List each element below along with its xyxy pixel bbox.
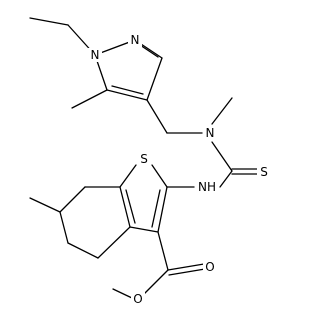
bond-c7-c6 bbox=[59, 186, 86, 213]
bond-c7a-c3a-double bbox=[125, 189, 136, 224]
bond-c3-c2 bbox=[157, 186, 168, 233]
bond-co-double-a bbox=[167, 263, 205, 271]
bond-c3-c2-double bbox=[151, 189, 161, 228]
bond-co-double-b bbox=[168, 268, 206, 276]
bond-o-methyl bbox=[112, 288, 133, 299]
bond-c3a-c3 bbox=[129, 226, 159, 233]
atom-o-carbonyl: O bbox=[205, 260, 214, 274]
bond-n-methyl bbox=[211, 97, 233, 125]
bond-c-o-ester bbox=[143, 269, 169, 295]
bond-c4r-c3a bbox=[97, 226, 131, 259]
bond-c5-methyl bbox=[71, 89, 108, 109]
atom-nh: NH bbox=[198, 180, 216, 194]
molecule-structure-diagram: N N N S S NH O O bbox=[29, 17, 268, 306]
bond-c6-c5r bbox=[59, 211, 69, 244]
atom-n-amine: N bbox=[206, 126, 215, 140]
atom-s-thioamide: S bbox=[260, 165, 268, 179]
atom-o-ester: O bbox=[133, 292, 142, 306]
bond-n-amine-cs bbox=[211, 141, 233, 172]
bond-cs-nh bbox=[219, 170, 233, 188]
bond-c5r-c4r bbox=[67, 242, 99, 259]
bond-c2-s bbox=[151, 164, 168, 188]
bond-c4-c5-double bbox=[111, 85, 144, 95]
bond-s-c7a bbox=[119, 164, 137, 188]
bond-c6-methyl bbox=[29, 197, 61, 213]
atom-n2: N bbox=[131, 33, 140, 47]
bond-c4-ch2 bbox=[146, 99, 168, 134]
bond-c3-c4 bbox=[146, 57, 163, 101]
atom-n1: N bbox=[91, 48, 100, 62]
bond-c3-carbonyl-c bbox=[157, 231, 169, 271]
bond-n2-c3-double bbox=[139, 44, 159, 58]
bond-c7a-c3a bbox=[119, 186, 131, 228]
bond-ethyl-ch3 bbox=[29, 17, 69, 26]
atom-s-ring: S bbox=[140, 152, 148, 166]
bond-c4-c5 bbox=[106, 89, 148, 101]
